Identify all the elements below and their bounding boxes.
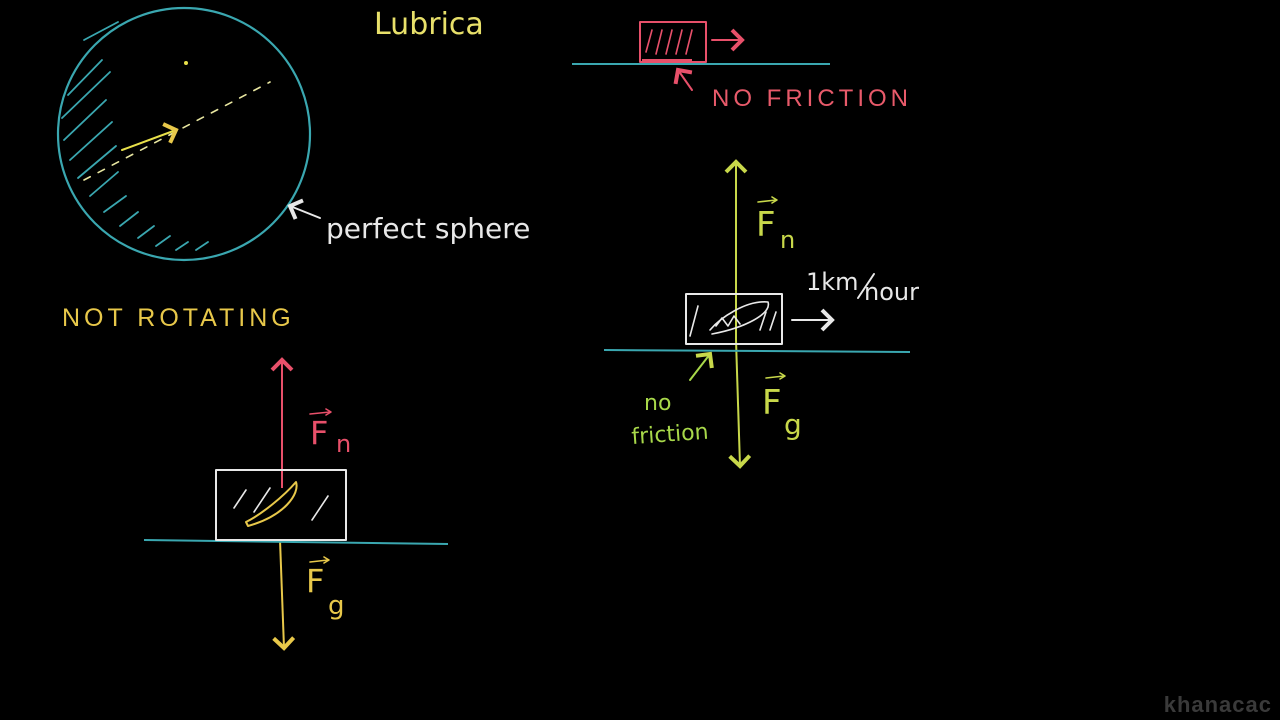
sphere-yellow-arrow <box>121 122 179 151</box>
top-block-hatch <box>645 29 693 55</box>
right-fg-symbol: F <box>762 383 782 423</box>
left-block <box>215 469 347 541</box>
left-lubricant-smear <box>245 481 298 527</box>
no-friction-lower-1: no <box>644 391 671 416</box>
speed-slash <box>857 273 875 299</box>
left-fn-symbol: F <box>310 414 328 452</box>
not-rotating-label: NOT ROTATING <box>62 304 295 332</box>
no-friction-lower-2: friction <box>631 420 710 450</box>
speed-suffix: nour <box>864 278 919 306</box>
title: Lubrica <box>374 7 484 42</box>
right-ground-line <box>603 349 911 353</box>
right-lubricant-scribble <box>709 301 769 335</box>
right-gravity-arrow <box>728 339 752 469</box>
right-fg-subscript: g <box>784 408 802 441</box>
right-block-diagram: 1km nour F n F g no friction <box>603 159 919 469</box>
top-friction-pointer <box>673 67 693 91</box>
left-fn-label: F n <box>309 408 351 458</box>
sphere-outline <box>56 6 312 262</box>
left-block-hatch <box>233 487 329 521</box>
right-fn-label: F n <box>756 196 795 254</box>
right-fn-subscript: n <box>780 226 795 254</box>
sphere-pointer-arrow <box>287 198 321 220</box>
top-block-diagram: NO FRICTION <box>572 21 912 112</box>
sphere-diagram <box>56 6 312 262</box>
right-block <box>685 293 783 345</box>
right-block-hatch <box>689 305 777 337</box>
left-ground-line <box>143 539 449 545</box>
sphere-shading <box>61 21 209 251</box>
khan-academy-watermark: khanacac <box>1163 692 1272 717</box>
right-friction-pointer <box>689 351 714 381</box>
sphere-dot <box>184 61 188 65</box>
top-block <box>639 21 707 63</box>
right-fn-symbol: F <box>756 205 776 245</box>
sphere-label: perfect sphere <box>326 212 530 245</box>
left-fg-subscript: g <box>328 591 345 621</box>
left-gravity-arrow <box>272 539 296 651</box>
no-friction-top-label: NO FRICTION <box>712 85 912 112</box>
left-block-diagram: F n F g <box>143 357 449 651</box>
left-fn-subscript: n <box>336 430 351 458</box>
right-fg-label: F g <box>762 372 802 441</box>
speed-prefix: 1km <box>806 268 859 296</box>
sphere-axis-dashed <box>83 81 271 181</box>
left-fg-label: F g <box>306 556 345 621</box>
left-fg-symbol: F <box>306 562 324 600</box>
